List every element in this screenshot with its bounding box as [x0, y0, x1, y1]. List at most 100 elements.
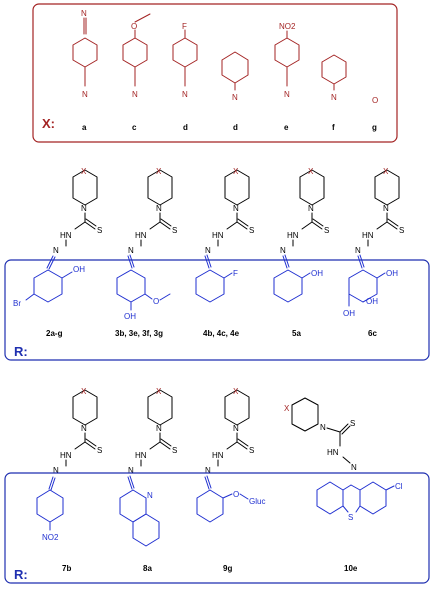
aryl-ring [273, 269, 303, 303]
ring-n: N [156, 424, 162, 433]
ring-n: N [233, 204, 239, 213]
ring-x: X [156, 387, 162, 396]
fluoro-f: F [233, 269, 238, 278]
head-9: X N S HN N [284, 397, 357, 472]
aryl-ring [36, 489, 64, 523]
head-6: X N S HN N [53, 387, 102, 475]
hydrazine-n: N [128, 246, 134, 255]
thioxanthene-left-ring [316, 481, 344, 515]
hydrazine-hn: HN [212, 451, 224, 460]
thio-s: S [172, 226, 177, 235]
row-1-thiosemicarbazide-heads: X N S HN N X N S HN N X N [53, 167, 404, 255]
hydroxy-oh-1: OH [386, 269, 398, 278]
methoxy-o: O [153, 297, 159, 306]
x-group-f: N f [321, 54, 347, 132]
compound-2a-g-label: 2a-g [46, 329, 63, 338]
r-panel-1-title: R: [14, 344, 28, 359]
compound-9g: O Gluc 9g [196, 475, 265, 573]
aryl-ring [33, 269, 63, 303]
quinoline-n: N [147, 491, 153, 500]
head-4: X N S HN N [280, 167, 329, 255]
thio-s: S [97, 446, 102, 455]
ring-n: N [320, 423, 326, 432]
compound-9g-label: 9g [223, 564, 232, 573]
hydrazine-hn: HN [60, 231, 72, 240]
chloro-cl: Cl [395, 482, 403, 491]
benzene-ring [72, 37, 98, 68]
aryl-ring [116, 269, 146, 303]
hydrazine-hn: HN [362, 231, 374, 240]
thio-s: S [97, 226, 102, 235]
thioxanthene-right-ring [359, 481, 387, 515]
thio-s: S [172, 446, 177, 455]
compound-6c: OH OH OH 6c [343, 254, 398, 338]
ring-x: X [156, 167, 162, 176]
hydrazine-hn: HN [135, 231, 147, 240]
x-group-e: NO2 N e [274, 22, 300, 132]
compound-10e-label: 10e [344, 564, 358, 573]
ring-n: N [233, 424, 239, 433]
x-panel-border [32, 3, 398, 143]
x-group-d-label: d [233, 123, 238, 132]
ring-n: N [81, 204, 87, 213]
hydrazine-n: N [128, 466, 134, 475]
head-5: X N S HN N [355, 167, 404, 255]
hydrazine-n: N [351, 463, 357, 472]
compound-4-label: 4b, 4c, 4e [203, 329, 240, 338]
cyano-n-label: N [81, 9, 87, 18]
thio-s: S [399, 226, 404, 235]
hydroxy-oh-2: OH [366, 297, 378, 306]
x-group-f-n: N [331, 93, 337, 102]
ring-x: X [308, 167, 314, 176]
hydrazine-n: N [53, 466, 59, 475]
head-3: X N S HN N [205, 167, 254, 255]
hydrazine-hn: HN [212, 231, 224, 240]
x-group-d: N d [221, 51, 249, 132]
compound-4: F 4b, 4c, 4e [195, 254, 240, 338]
hydrazine-n: N [355, 246, 361, 255]
hydrazine-n: N [53, 246, 59, 255]
compound-3-label: 3b, 3e, 3f, 3g [115, 329, 163, 338]
methoxy-o-label: O [131, 22, 137, 31]
x-group-e-label: e [284, 123, 289, 132]
benzo-ring [132, 513, 160, 547]
x-group-c-label: d [183, 123, 188, 132]
compound-7b-label: 7b [62, 564, 71, 573]
r1-sub1: OH [73, 265, 85, 274]
x-group-a-label: a [82, 123, 87, 132]
r-panel-1: R: OH Br 2a-g O OH 3b, 3e, 3f, 3g [4, 254, 430, 361]
benzene-ring [172, 37, 198, 68]
x-group-a: N N a [72, 9, 98, 132]
ring-x: X [233, 387, 239, 396]
aryl-ring [195, 269, 225, 303]
x-group-g-o: O [372, 96, 378, 105]
ring-n: N [156, 204, 162, 213]
r1-sub2: Br [13, 299, 21, 308]
x-group-g-label: g [372, 123, 377, 132]
hydrazine-n: N [280, 246, 286, 255]
r-panel-2-title: R: [14, 567, 28, 582]
thio-s: S [249, 226, 254, 235]
compound-7b: NO2 7b [36, 476, 71, 573]
x-group-d-n: N [232, 93, 238, 102]
x-group-c: F N d [172, 22, 198, 132]
hydrazine-hn: HN [327, 448, 339, 457]
x-group-e-n: N [284, 90, 290, 99]
aryl-ring [196, 489, 224, 523]
x-group-a-n: N [82, 90, 88, 99]
x-group-b: O N c [122, 13, 151, 132]
fluoro-label: F [182, 22, 187, 31]
benzene-ring [122, 37, 148, 68]
x-panel-title: X: [42, 116, 55, 131]
ring-x: X [233, 167, 239, 176]
thio-s: S [249, 446, 254, 455]
ether-o: O [233, 490, 239, 499]
hydrazine-n: N [205, 246, 211, 255]
r-panel-1-border [4, 259, 430, 361]
thioxanthene-s: S [348, 513, 353, 522]
ring-n: N [383, 204, 389, 213]
compound-6c-label: 6c [368, 329, 377, 338]
head-8: X N S HN N [205, 387, 254, 475]
head-2: X N S HN N [128, 167, 177, 255]
